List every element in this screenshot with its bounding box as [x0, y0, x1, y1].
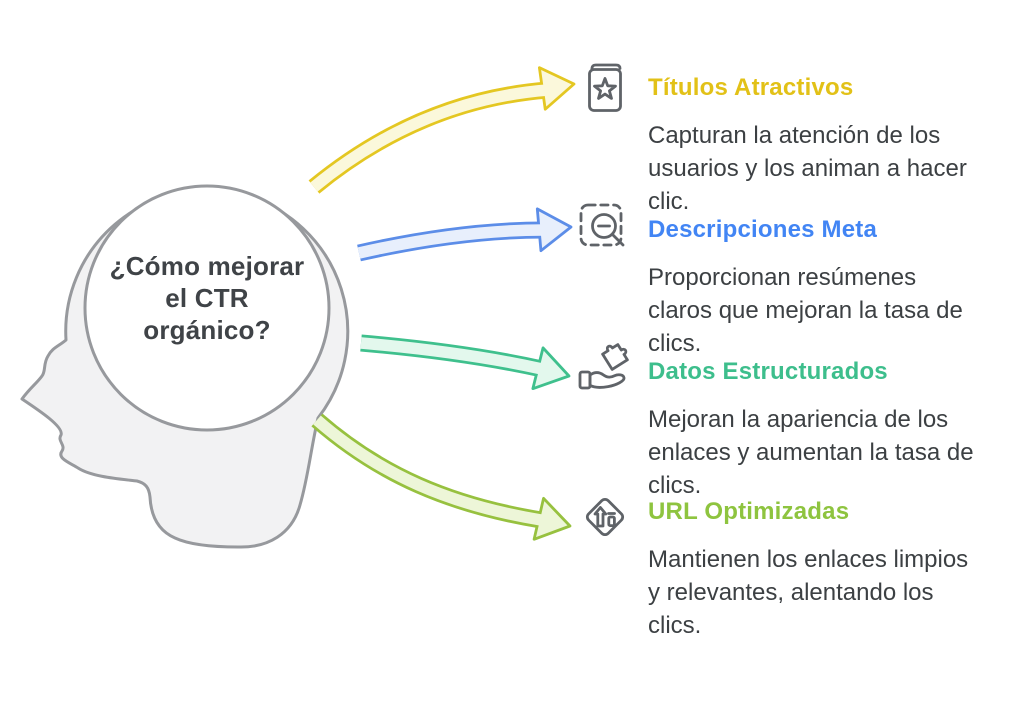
arrow-titulos: [308, 66, 576, 194]
question-line: orgánico?: [143, 315, 271, 345]
arrow-band-fill: [357, 224, 545, 259]
book-star-icon: [588, 63, 622, 112]
item-title: Datos Estructurados: [648, 358, 888, 385]
list-item-descripciones: Descripciones Meta: [648, 216, 984, 244]
item-description: Mantienen los enlaces limpios y relevant…: [648, 546, 969, 639]
list-item-datos: Datos Estructurados: [648, 358, 984, 386]
list-item-titulos: Títulos Atractivos: [648, 74, 984, 102]
arrow-datos: [360, 334, 571, 391]
head-silhouette: [20, 184, 350, 549]
zoom-out-snippet-icon: [579, 203, 625, 247]
item-description: Mejoran la apariencia de los enlaces y a…: [648, 406, 974, 499]
arrow-band-edge: [308, 81, 549, 194]
item-description: Proporcionan resúmenes claros que mejora…: [648, 264, 963, 357]
item-title: Títulos Atractivos: [648, 74, 854, 101]
item-title: Descripciones Meta: [648, 216, 878, 243]
list-item-url: URL Optimizadas: [648, 498, 984, 526]
arrow-url: [311, 413, 572, 541]
hand-puzzle-icon: [578, 343, 629, 390]
central-question: ¿Cómo mejorar el CTR orgánico?: [85, 250, 329, 346]
arrow-band-fill: [360, 337, 544, 375]
arrow-band-edge: [311, 413, 543, 529]
arrow-descripciones: [357, 207, 573, 262]
arrow-band-fill: [313, 415, 542, 526]
item-description: Capturan la atención de los usuarios y l…: [648, 122, 967, 215]
question-line: ¿Cómo mejorar: [109, 251, 305, 281]
url-sign-icon: [585, 497, 625, 537]
item-title: URL Optimizadas: [648, 498, 850, 525]
question-line: el CTR: [165, 283, 249, 313]
brain-circle: [83, 184, 331, 432]
arrow-band-fill: [310, 84, 549, 192]
